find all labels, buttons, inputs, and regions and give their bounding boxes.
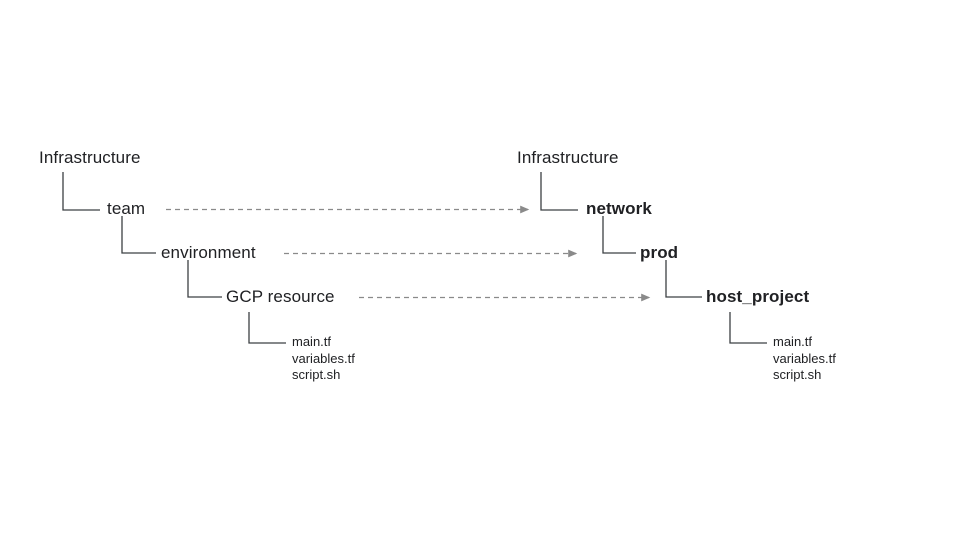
left-team-label: team (107, 199, 146, 218)
left-file-item: variables.tf (292, 350, 355, 366)
right-file-item: script.sh (773, 367, 822, 382)
connector-left-team-to-environment (121, 216, 156, 254)
left-root-label: Infrastructure (39, 148, 141, 167)
left-environment-label: environment (161, 243, 256, 262)
connector-left-environment-to-gcp (187, 260, 222, 298)
right-file-item: main.tf (773, 334, 813, 349)
connector-right-root-to-network (540, 172, 578, 211)
left-file-item: script.sh (292, 367, 341, 382)
left-file-list: main.tf variables.tf script.sh (292, 334, 355, 384)
right-file-item: variables.tf (773, 350, 836, 366)
left-file-item: main.tf (292, 334, 332, 349)
right-network-label: network (586, 199, 652, 218)
left-gcp-resource-label: GCP resource (226, 287, 335, 306)
right-host-project-label: host_project (706, 287, 810, 306)
connector-right-host-project-to-files (729, 312, 767, 344)
connector-right-network-to-prod (602, 216, 636, 254)
connector-left-gcp-to-files (248, 312, 286, 344)
right-root-label: Infrastructure (517, 148, 619, 167)
connector-right-prod-to-host-project (665, 260, 702, 298)
right-prod-label: prod (640, 243, 679, 262)
right-file-list: main.tf variables.tf script.sh (773, 334, 836, 384)
connector-left-root-to-team (62, 172, 100, 211)
